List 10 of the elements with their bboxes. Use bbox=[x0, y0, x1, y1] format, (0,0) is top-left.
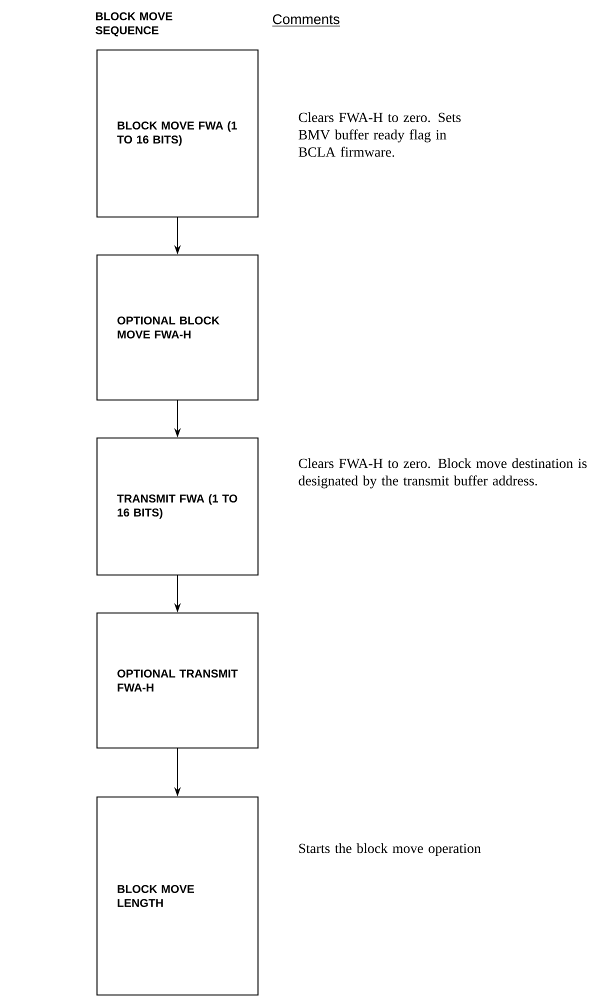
comment-text: Clears FWA-H to zero. Sets BMV buffer ready flag in BCLA firmware. bbox=[298, 112, 461, 157]
process-box: TRANSMIT FWA (1 TO 16 BITS) bbox=[96, 437, 259, 576]
process-box: OPTIONAL TRANSMIT FWA-H bbox=[96, 612, 259, 749]
comment-text: Clears FWA-H to zero. Block move destination is designated by the transmit buffer address. bbox=[298, 458, 587, 488]
process-box: BLOCK MOVE LENGTH bbox=[96, 796, 259, 996]
process-box: BLOCK MOVE FWA (1 TO 16 BITS) bbox=[96, 49, 259, 218]
comment-text: Starts the block move operation bbox=[299, 843, 481, 856]
column-heading: Comments bbox=[272, 14, 340, 26]
process-box: OPTIONAL BLOCK MOVE FWA-H bbox=[96, 254, 259, 401]
heading: BLOCK MOVE SEQUENCE bbox=[96, 12, 172, 36]
